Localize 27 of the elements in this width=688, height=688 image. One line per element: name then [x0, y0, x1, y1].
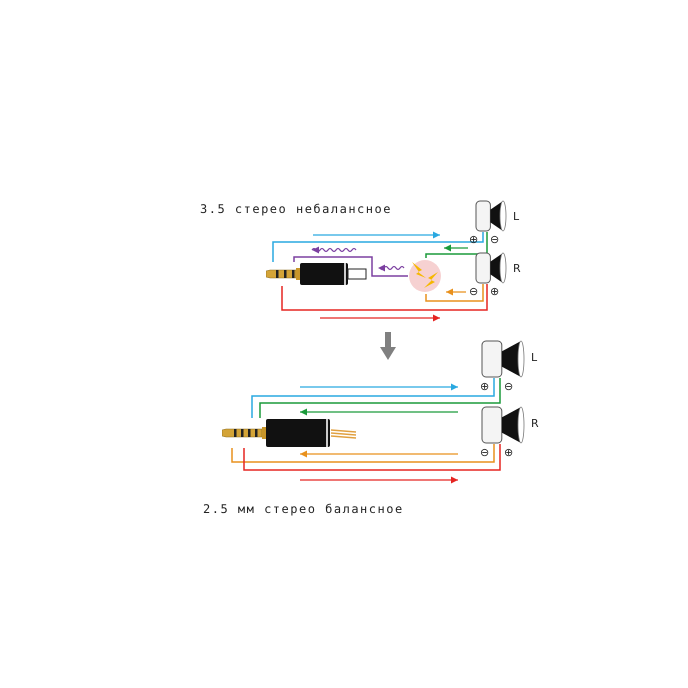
earphone-drawing	[475, 200, 507, 232]
interference-spark-icon	[408, 258, 442, 294]
wire	[243, 444, 501, 471]
channel-label: R	[531, 418, 539, 429]
polarity-sign: ⊖	[490, 234, 500, 245]
earphone-drawing	[481, 340, 525, 378]
wire	[231, 444, 495, 463]
polarity-sign: ⊕	[504, 447, 514, 458]
channel-label: R	[513, 263, 521, 274]
channel-label: L	[531, 352, 538, 363]
audio-jack-drawing	[266, 262, 368, 286]
polarity-sign: ⊖	[469, 286, 478, 297]
wire	[425, 232, 488, 258]
earphone-drawing	[481, 406, 525, 444]
polarity-sign: ⊕	[480, 381, 490, 392]
wire	[425, 284, 484, 302]
audio-jack-drawing	[222, 418, 358, 448]
polarity-sign: ⊖	[480, 447, 490, 458]
wire	[272, 232, 484, 262]
wire	[293, 256, 408, 277]
wire	[281, 284, 488, 311]
diagram-heading: 2.5 мм стерео балансное	[203, 503, 404, 515]
diagram-heading: 3.5 стерео небалансное	[200, 203, 392, 215]
polarity-sign: ⊖	[504, 381, 514, 392]
channel-label: L	[513, 211, 520, 222]
earphone-drawing	[475, 252, 507, 284]
polarity-sign: ⊕	[490, 286, 500, 297]
